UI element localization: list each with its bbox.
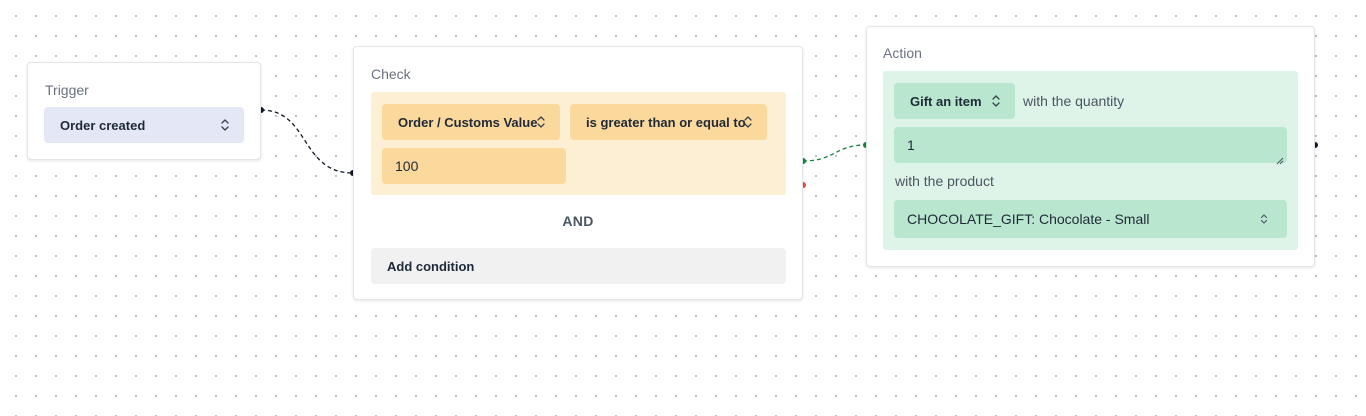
- product-select[interactable]: CHOCOLATE_GIFT: Chocolate - Small: [894, 200, 1287, 238]
- trigger-node[interactable]: Trigger Order created: [27, 62, 261, 160]
- condition-operator-select[interactable]: is greater than or equal to: [570, 104, 767, 140]
- action-group: Gift an item with the quantity 1 with th…: [883, 71, 1298, 250]
- chevron-up-down-icon: [220, 118, 230, 132]
- quantity-value: 1: [907, 137, 915, 153]
- check-node[interactable]: Check Order / Customs Value is greater t…: [353, 46, 803, 300]
- action-node[interactable]: Action Gift an item with the quantity 1 …: [866, 26, 1315, 267]
- action-type-select[interactable]: Gift an item: [894, 83, 1015, 119]
- add-condition-button[interactable]: Add condition: [371, 248, 786, 284]
- trigger-select-value: Order created: [60, 117, 146, 133]
- action-type-value: Gift an item: [910, 93, 982, 109]
- edge-check-action: [802, 144, 867, 162]
- condition-field-select[interactable]: Order / Customs Value: [382, 104, 560, 140]
- condition-joiner: AND: [562, 213, 594, 229]
- condition-field-value: Order / Customs Value: [398, 114, 538, 130]
- chevron-up-down-icon: [536, 115, 546, 129]
- check-title: Check: [371, 66, 411, 82]
- condition-group: Order / Customs Value is greater than or…: [371, 92, 786, 195]
- chevron-up-down-icon: [991, 94, 1001, 108]
- condition-operator-value: is greater than or equal to: [586, 114, 746, 130]
- chevron-up-down-icon: [1259, 212, 1269, 226]
- trigger-select[interactable]: Order created: [44, 107, 244, 143]
- condition-value-input[interactable]: 100: [382, 148, 566, 184]
- resize-handle-icon[interactable]: [1276, 152, 1284, 165]
- product-label: with the product: [895, 173, 994, 189]
- condition-value-text: 100: [395, 158, 419, 174]
- trigger-title: Trigger: [45, 82, 89, 98]
- product-value: CHOCOLATE_GIFT: Chocolate - Small: [907, 211, 1150, 227]
- action-title: Action: [883, 45, 922, 61]
- chevron-up-down-icon: [743, 115, 753, 129]
- quantity-label: with the quantity: [1023, 93, 1125, 109]
- add-condition-label: Add condition: [387, 258, 475, 274]
- edge-trigger-check: [260, 109, 354, 174]
- quantity-input[interactable]: 1: [894, 127, 1287, 165]
